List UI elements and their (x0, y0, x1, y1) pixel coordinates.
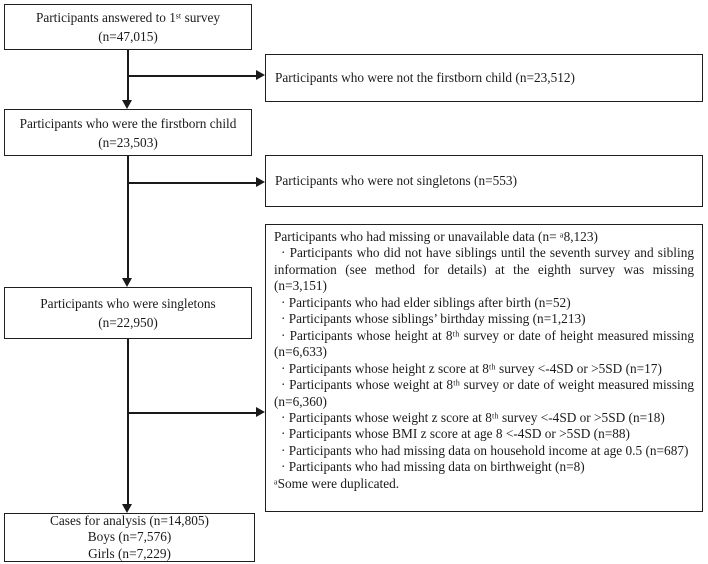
box-firstborn-line1: Participants who were the firstborn chil… (19, 115, 237, 131)
missing-data-header: Participants who had missing or unavaila… (274, 229, 598, 244)
box-firstborn: Participants who were the firstborn chil… (4, 109, 252, 156)
missing-data-footnote: ᵃSome were duplicated. (274, 475, 400, 491)
missing-data-item-siblings-info: · Participants who did not have siblings… (274, 245, 694, 294)
box-excluded-not-firstborn: Participants who were not the firstborn … (265, 54, 703, 102)
missing-data-item-bmi-zscore: · Participants whose BMI z score at age … (281, 426, 630, 442)
box-excluded-not-singletons: Participants who were not singletons (n=… (265, 155, 703, 207)
missing-data-item-height-zscore: · Participants whose height z score at 8… (281, 360, 662, 376)
missing-data-item-birthweight: · Participants who had missing data on b… (281, 459, 585, 475)
branch-line-missing-data (128, 412, 256, 414)
branch-line-not-firstborn (128, 75, 256, 77)
missing-data-item-elder-siblings: · Participants who had elder siblings af… (281, 294, 571, 310)
missing-data-item-height-missing: · Participants whose height at 8ᵗʰ surve… (274, 327, 694, 360)
box-first-survey: Participants answered to 1ˢᵗ survey (n=4… (4, 4, 252, 50)
connector-singletons-to-final (127, 339, 129, 505)
missing-data-item-household-income: · Participants who had missing data on h… (281, 442, 689, 458)
box-singletons: Participants who were singletons (n=22,9… (4, 287, 252, 339)
arrow-right-to-missing-data-icon (256, 407, 265, 417)
box-singletons-line1: Participants who were singletons (40, 296, 216, 311)
box-firstborn-count: (n=23,503) (98, 134, 158, 150)
missing-data-item-weight-missing: · Participants whose weight at 8ᵗʰ surve… (274, 377, 694, 409)
box-final-cases: Cases for analysis (n=14,805) Boys (n=7,… (4, 513, 255, 562)
missing-data-item-siblings-birthday: · Participants whose siblings’ birthday … (281, 311, 586, 327)
box-first-survey-line1: Participants answered to 1ˢᵗ survey (35, 10, 221, 25)
box-excluded-not-firstborn-text: Participants who were not the firstborn … (275, 70, 575, 85)
arrow-down-to-firstborn-icon (122, 100, 132, 109)
box-singletons-count: (n=22,950) (98, 315, 158, 330)
branch-line-not-singletons (128, 182, 256, 184)
missing-data-item-weight-zscore: · Participants whose weight z score at 8… (281, 409, 665, 425)
connector-survey1-to-firstborn (127, 50, 129, 101)
box-final-cases-line1: Cases for analysis (n=14,805) (50, 512, 209, 528)
box-excluded-not-singletons-text: Participants who were not singletons (n=… (275, 173, 517, 188)
arrow-down-to-singletons-icon (122, 278, 132, 287)
box-final-cases-girls: Girls (n=7,229) (88, 545, 171, 561)
arrow-right-to-not-firstborn-icon (256, 70, 265, 80)
connector-firstborn-to-singletons (127, 156, 129, 279)
box-excluded-missing-data: Participants who had missing or unavaila… (265, 224, 703, 512)
box-first-survey-count: (n=47,015) (98, 29, 158, 44)
box-final-cases-boys: Boys (n=7,576) (87, 529, 172, 545)
arrow-right-to-not-singletons-icon (256, 177, 265, 187)
arrow-down-to-final-icon (122, 504, 132, 513)
